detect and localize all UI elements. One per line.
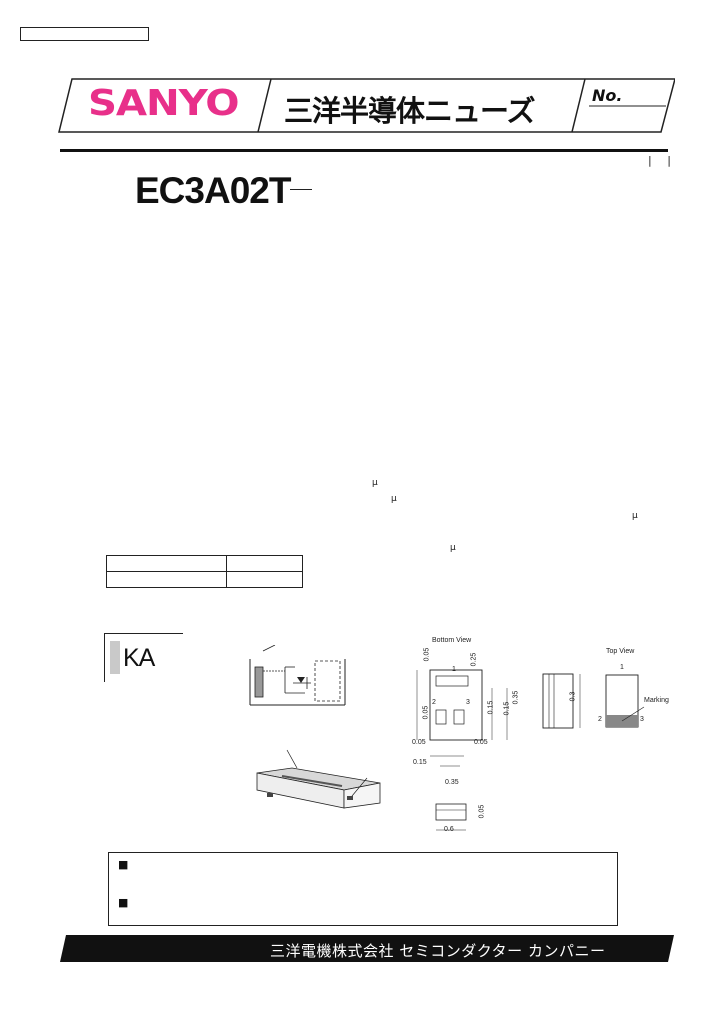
spec-table xyxy=(106,555,303,588)
mu-symbol: μ xyxy=(391,494,397,504)
top-view-label: Top View xyxy=(606,648,635,655)
marking-label: Marking xyxy=(644,697,669,704)
dim-label: 0.15 xyxy=(503,701,511,716)
dim-label: 0.05 xyxy=(412,739,426,746)
pin-label: 1 xyxy=(620,664,624,671)
package-3d-sketch xyxy=(256,749,381,809)
pin-label: 2 xyxy=(598,716,602,723)
bullet: ■ xyxy=(118,896,129,909)
bottom-view-drawing xyxy=(416,669,508,767)
dim-label: 0.05 xyxy=(422,705,430,720)
dim-label: 0.6 xyxy=(444,826,454,833)
dim-label: 0.05 xyxy=(474,739,488,746)
table-row xyxy=(106,555,303,572)
end-view-drawing xyxy=(435,803,467,831)
pin-label: 1 xyxy=(452,666,456,673)
notes-box: ■ ■ xyxy=(108,852,618,926)
marking-code: KA xyxy=(123,644,155,672)
dim-label: 0.35 xyxy=(445,779,459,786)
header-frame xyxy=(58,78,675,133)
header-banner: SANYO 三洋半導体ニューズ No. xyxy=(58,77,675,133)
dim-label: 0.15 xyxy=(487,700,495,715)
footer-banner: 三洋電機株式会社 セミコンダクター カンパニー xyxy=(60,935,674,963)
dim-label: 0.05 xyxy=(423,647,431,662)
dim-label: 0.3 xyxy=(569,691,577,702)
mu-symbol: μ xyxy=(450,543,456,553)
footer-bar xyxy=(60,935,674,962)
page-marks: | | xyxy=(648,154,677,167)
pin-label: 3 xyxy=(640,716,644,723)
doc-id-box xyxy=(20,27,149,41)
number-label: No. xyxy=(592,86,623,105)
marking-indicator xyxy=(110,641,120,674)
top-view-drawing xyxy=(605,674,645,728)
title-dash xyxy=(290,189,312,190)
publication-title: 三洋半導体ニューズ xyxy=(284,94,536,128)
marking-frame xyxy=(104,633,183,682)
product-title: EC3A02T xyxy=(135,170,291,211)
table-row xyxy=(106,571,303,588)
mu-symbol: μ xyxy=(632,511,638,521)
footer-company: 三洋電機株式会社 セミコンダクター カンパニー xyxy=(270,942,606,960)
dim-label: 0.05 xyxy=(478,804,486,819)
bullet: ■ xyxy=(118,858,129,871)
sanyo-logo: SANYO xyxy=(88,83,240,124)
pin-label: 3 xyxy=(466,699,470,706)
header-rule xyxy=(60,149,668,152)
mu-symbol: μ xyxy=(372,478,378,488)
circuit-diagram xyxy=(249,645,346,706)
dim-label: 0.25 xyxy=(470,652,478,667)
dim-label: 0.15 xyxy=(413,759,427,766)
pin-label: 2 xyxy=(432,699,436,706)
bottom-view-label: Bottom View xyxy=(432,637,472,644)
side-view-drawing xyxy=(542,673,581,729)
dim-label: 0.35 xyxy=(512,690,520,705)
